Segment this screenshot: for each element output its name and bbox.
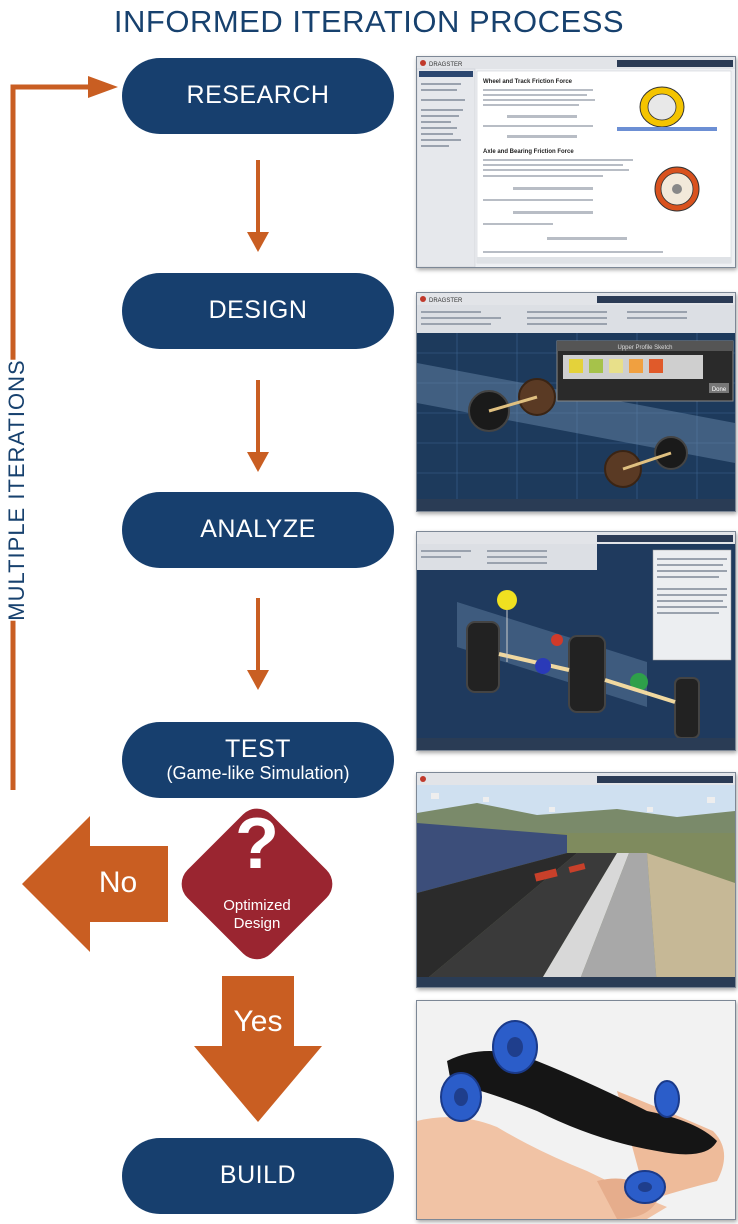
- research-panel-title: Wheel and Track Friction Force: [483, 79, 573, 85]
- down-arrow-analyze-test: [247, 598, 269, 690]
- down-arrow-design-analyze: [247, 380, 269, 472]
- step-test: TEST (Game-like Simulation): [122, 722, 394, 798]
- app-name-text: DRAGSTER: [429, 62, 463, 68]
- photo-build: [416, 1000, 736, 1220]
- screenshot-design: DRAGSTER Upper Profile Sketch Done: [416, 292, 736, 512]
- step-label: ANALYZE: [200, 515, 316, 544]
- step-analyze: ANALYZE: [122, 492, 394, 568]
- step-design: DESIGN: [122, 273, 394, 349]
- yes-label: Yes: [233, 1005, 283, 1038]
- question-mark-icon: ?: [235, 804, 279, 884]
- decision-label-line1: Optimized: [223, 897, 291, 914]
- design-done-button: Done: [712, 387, 727, 393]
- no-label: No: [98, 866, 138, 899]
- screenshot-test: [416, 772, 736, 988]
- no-arrow: [22, 816, 168, 952]
- page-title: INFORMED ITERATION PROCESS: [113, 4, 625, 39]
- step-build: BUILD: [122, 1138, 394, 1214]
- step-label: BUILD: [219, 1161, 297, 1190]
- step-research: RESEARCH: [122, 58, 394, 134]
- step-label: TEST: [225, 735, 291, 764]
- screenshot-analyze: [416, 531, 736, 751]
- screenshot-research: DRAGSTER Wheel and Track Friction Force …: [416, 56, 736, 268]
- yes-arrow: [194, 976, 322, 1122]
- step-sublabel: (Game-like Simulation): [166, 762, 350, 783]
- design-panel-title: Upper Profile Sketch: [617, 345, 672, 351]
- decision-diamond: [181, 808, 333, 960]
- down-arrow-research-design: [247, 160, 269, 252]
- step-label: DESIGN: [208, 296, 308, 325]
- decision-label-line2: Design: [233, 915, 281, 932]
- step-label: RESEARCH: [186, 81, 330, 110]
- app-name-text: DRAGSTER: [429, 298, 463, 304]
- research-panel-title-2: Axle and Bearing Friction Force: [483, 149, 574, 155]
